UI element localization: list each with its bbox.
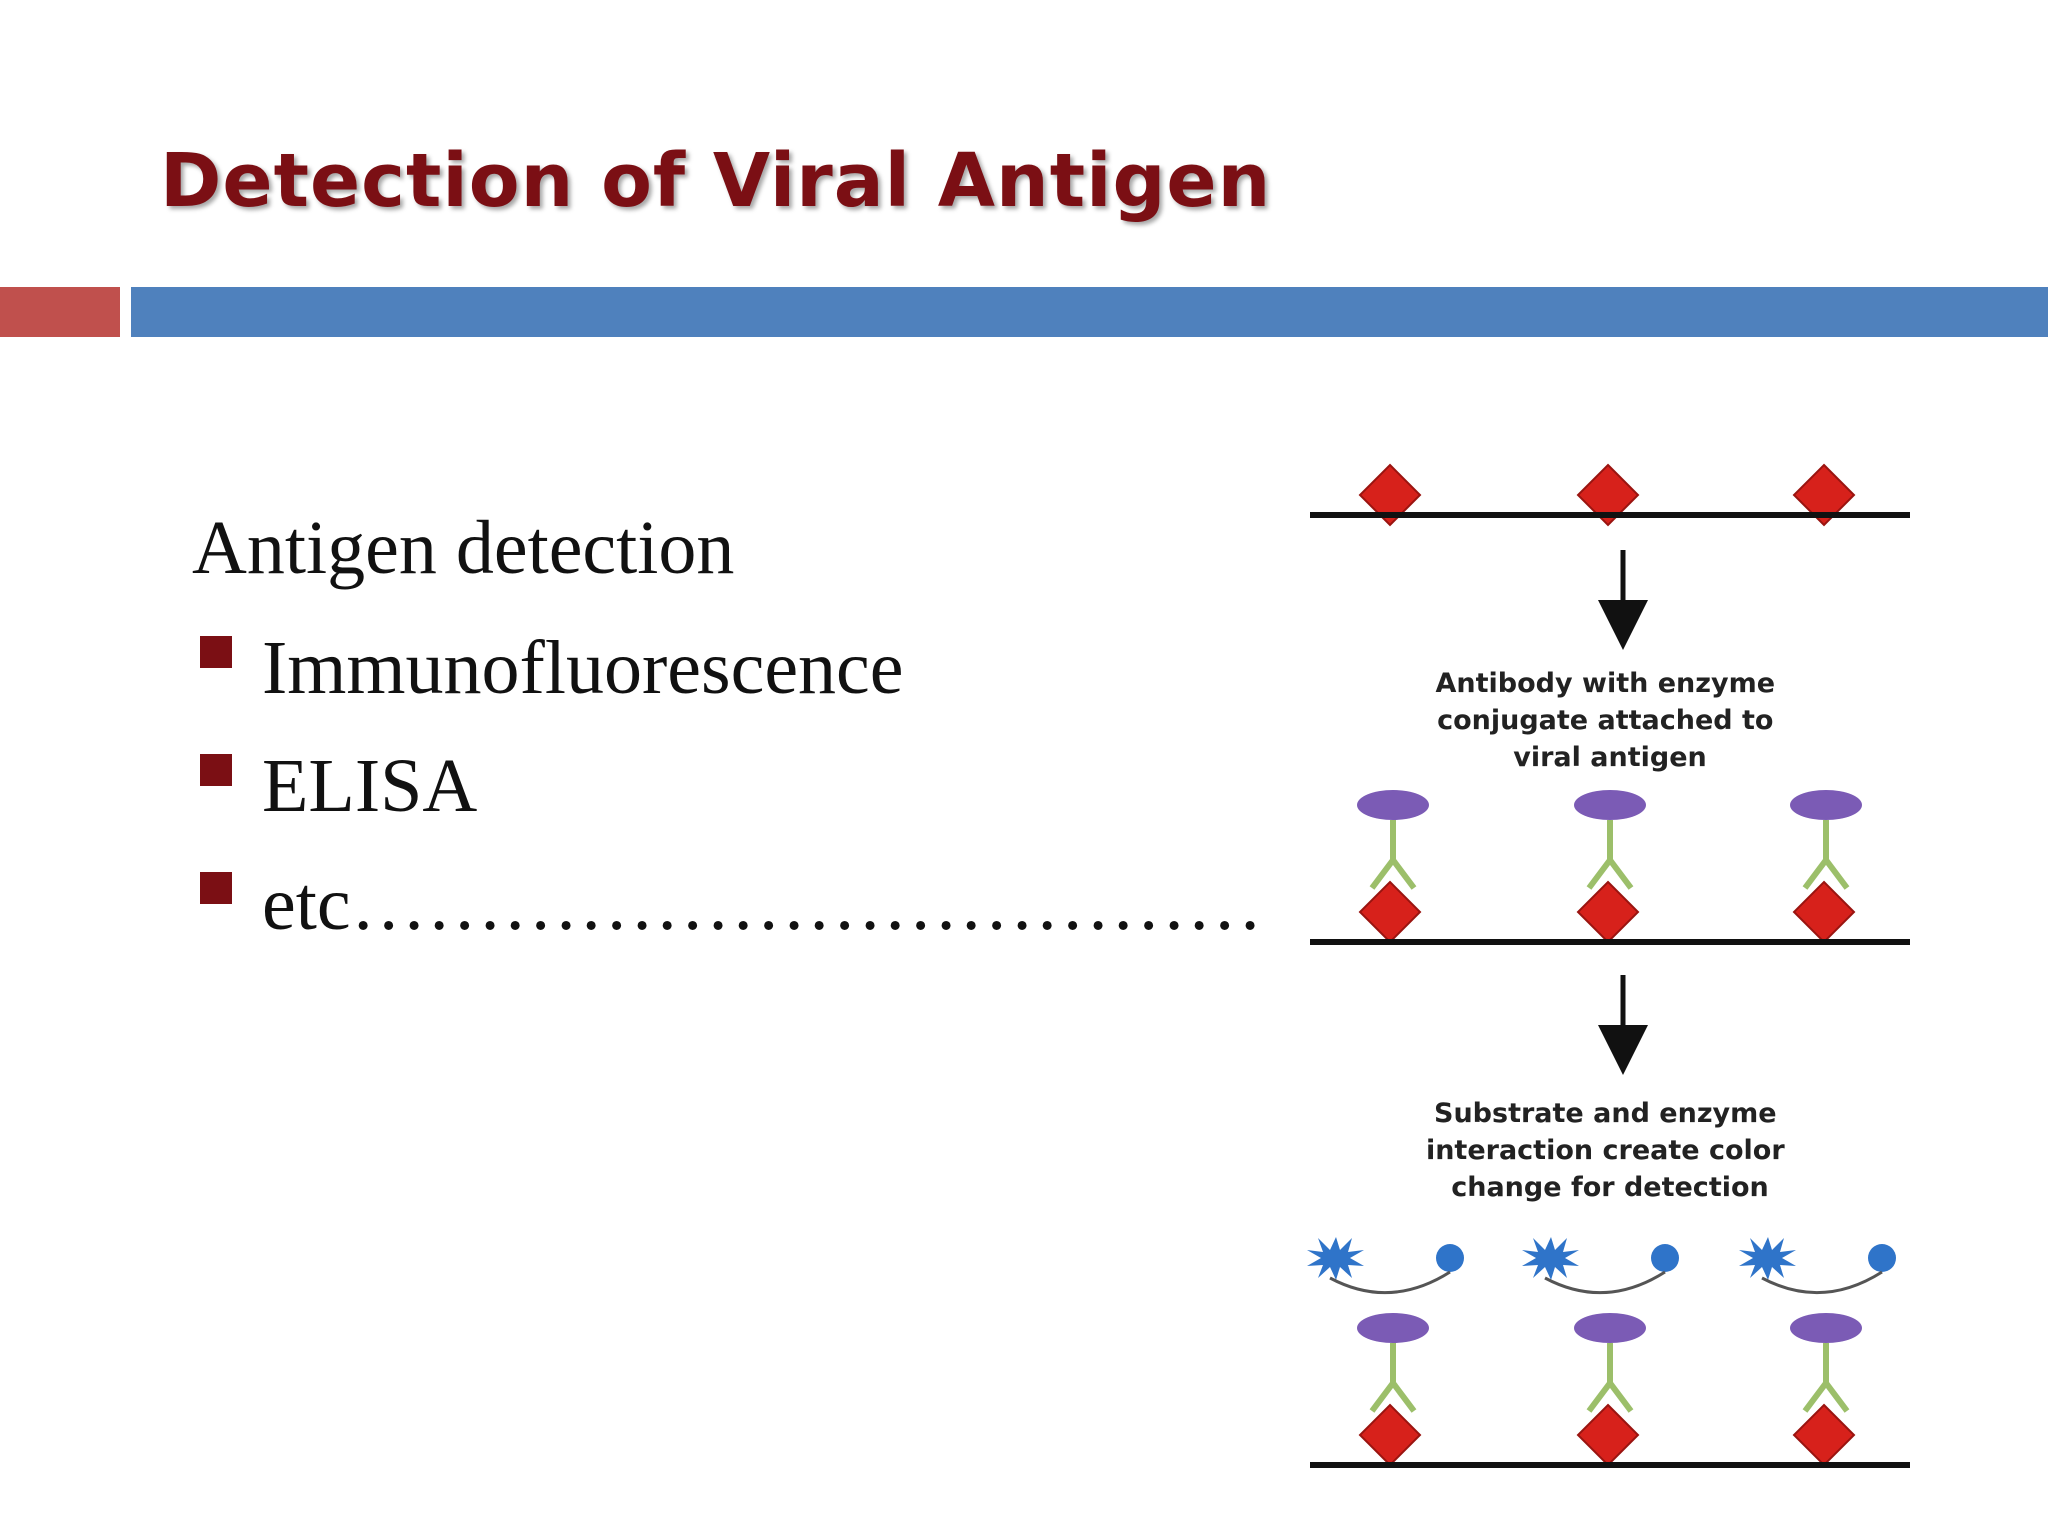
conjugate-unit [1790, 1313, 1862, 1467]
substrate-burst-icon [1522, 1237, 1579, 1280]
substrate-dot-icon [1436, 1244, 1464, 1272]
bullet-label: ELISA [262, 744, 478, 828]
antigen-row-1 [1310, 463, 1910, 527]
antigen-diamond-icon [1358, 880, 1422, 944]
antigen-diamond-icon [1792, 880, 1856, 944]
elisa-diagram: Antibody with enzyme conjugate attached … [1307, 463, 1910, 1468]
bullet-label: Immunofluorescence [262, 626, 904, 710]
bullet-item: etc……………………………… [192, 866, 1263, 942]
antigen-diamond-icon [1792, 1403, 1856, 1467]
conjugate-unit [1357, 790, 1429, 944]
step1-caption-line: viral antigen [1513, 742, 1707, 773]
antigen-diamond-icon [1792, 463, 1856, 527]
step1-caption: Antibody with enzyme conjugate attached … [1436, 668, 1785, 773]
bullet-item: ELISA [192, 748, 1192, 824]
substrate-row [1307, 1237, 1896, 1295]
substrate-dot-icon [1651, 1244, 1679, 1272]
title-accent-bar-left [0, 287, 120, 337]
bullet-square-icon [200, 754, 232, 786]
step2-caption: Substrate and enzyme interaction create … [1426, 1098, 1794, 1203]
antibody-y-icon [1802, 820, 1850, 890]
enzyme-ellipse-icon [1357, 790, 1429, 820]
enzyme-ellipse-icon [1574, 790, 1646, 820]
substrate-dot-icon [1868, 1244, 1896, 1272]
reaction-arc [1544, 1270, 1666, 1295]
enzyme-ellipse-icon [1357, 1313, 1429, 1343]
antibody-y-icon [1586, 1343, 1634, 1413]
enzyme-ellipse-icon [1790, 790, 1862, 820]
conjugate-unit [1574, 1313, 1646, 1467]
substrate-unit [1522, 1237, 1679, 1295]
content-heading: Antigen detection [192, 506, 735, 590]
antigen-diamond-icon [1576, 1403, 1640, 1467]
reaction-arc [1329, 1270, 1451, 1295]
bullet-label: etc……………………………… [262, 862, 1263, 946]
slide-content: Antigen detection Immunofluorescence ELI… [192, 506, 1263, 984]
antibody-y-icon [1369, 1343, 1417, 1413]
substrate-unit [1739, 1237, 1896, 1295]
antigen-diamond-icon [1358, 1403, 1422, 1467]
conjugate-row [1310, 1313, 1910, 1468]
enzyme-ellipse-icon [1574, 1313, 1646, 1343]
bullet-item: Immunofluorescence [192, 630, 1192, 706]
bullet-list: Immunofluorescence ELISA etc……………………………… [192, 630, 1263, 942]
conjugate-row [1310, 790, 1910, 945]
antigen-diamond-icon [1576, 463, 1640, 527]
bullet-square-icon [200, 872, 232, 904]
conjugate-unit [1790, 790, 1862, 944]
step2-caption-line: Substrate and enzyme [1434, 1098, 1777, 1129]
step2-caption-line: interaction create color [1426, 1135, 1785, 1166]
step1-caption-line: Antibody with enzyme [1436, 668, 1776, 699]
step1-caption-line: conjugate attached to [1437, 705, 1773, 736]
conjugate-unit [1574, 790, 1646, 944]
substrate-unit [1307, 1237, 1464, 1295]
slide-title: Detection of Viral Antigen [160, 138, 1272, 224]
antibody-y-icon [1586, 820, 1634, 890]
substrate-burst-icon [1739, 1237, 1796, 1280]
title-accent-bar-main [131, 287, 2048, 337]
step2-caption-line: change for detection [1451, 1172, 1769, 1203]
antibody-y-icon [1802, 1343, 1850, 1413]
conjugate-unit [1357, 1313, 1429, 1467]
enzyme-ellipse-icon [1790, 1313, 1862, 1343]
antigen-diamond-icon [1358, 463, 1422, 527]
antigen-diamond-icon [1576, 880, 1640, 944]
reaction-arc [1761, 1270, 1883, 1295]
bullet-square-icon [200, 636, 232, 668]
antibody-y-icon [1369, 820, 1417, 890]
substrate-burst-icon [1307, 1237, 1364, 1280]
